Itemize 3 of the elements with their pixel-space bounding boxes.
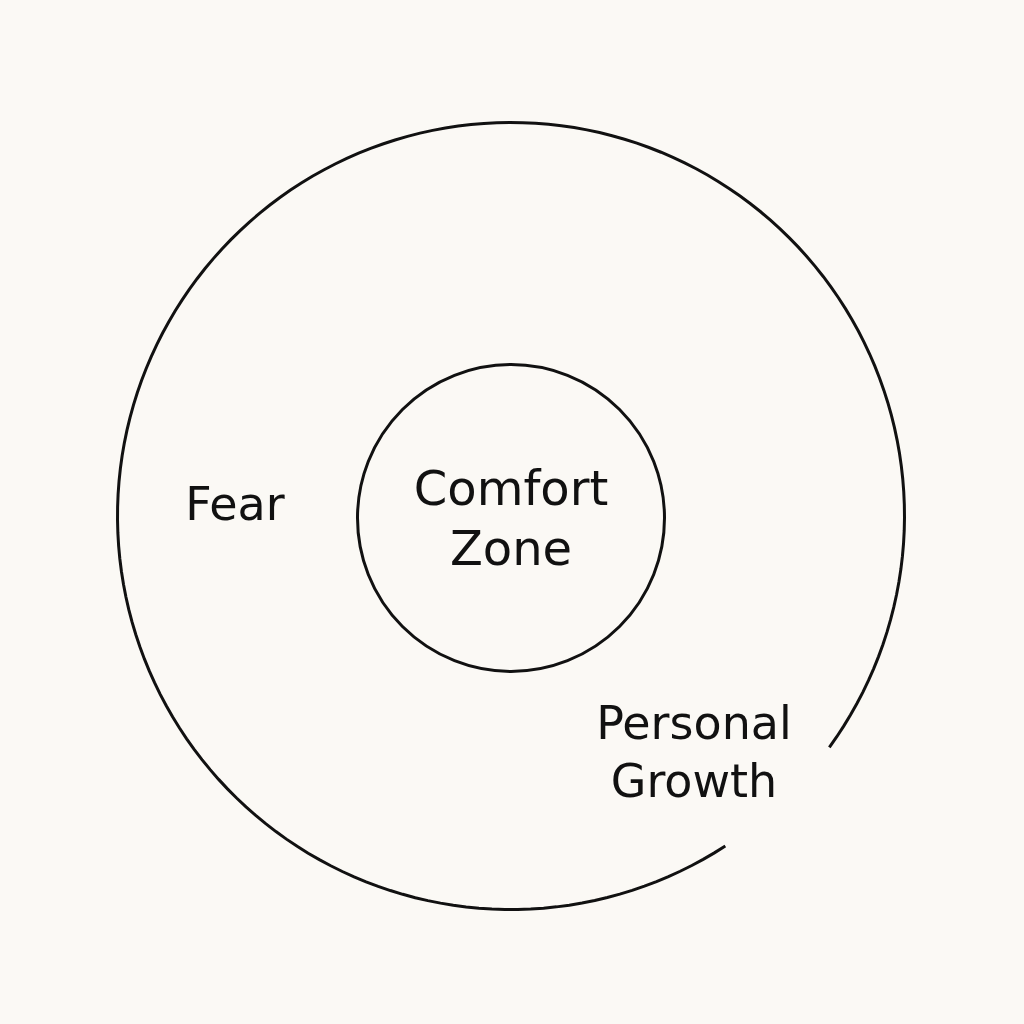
- zone-label: Fear: [184, 476, 286, 534]
- zone-label: Comfort Zone: [412, 459, 610, 578]
- zone-label: Personal Growth: [595, 694, 793, 809]
